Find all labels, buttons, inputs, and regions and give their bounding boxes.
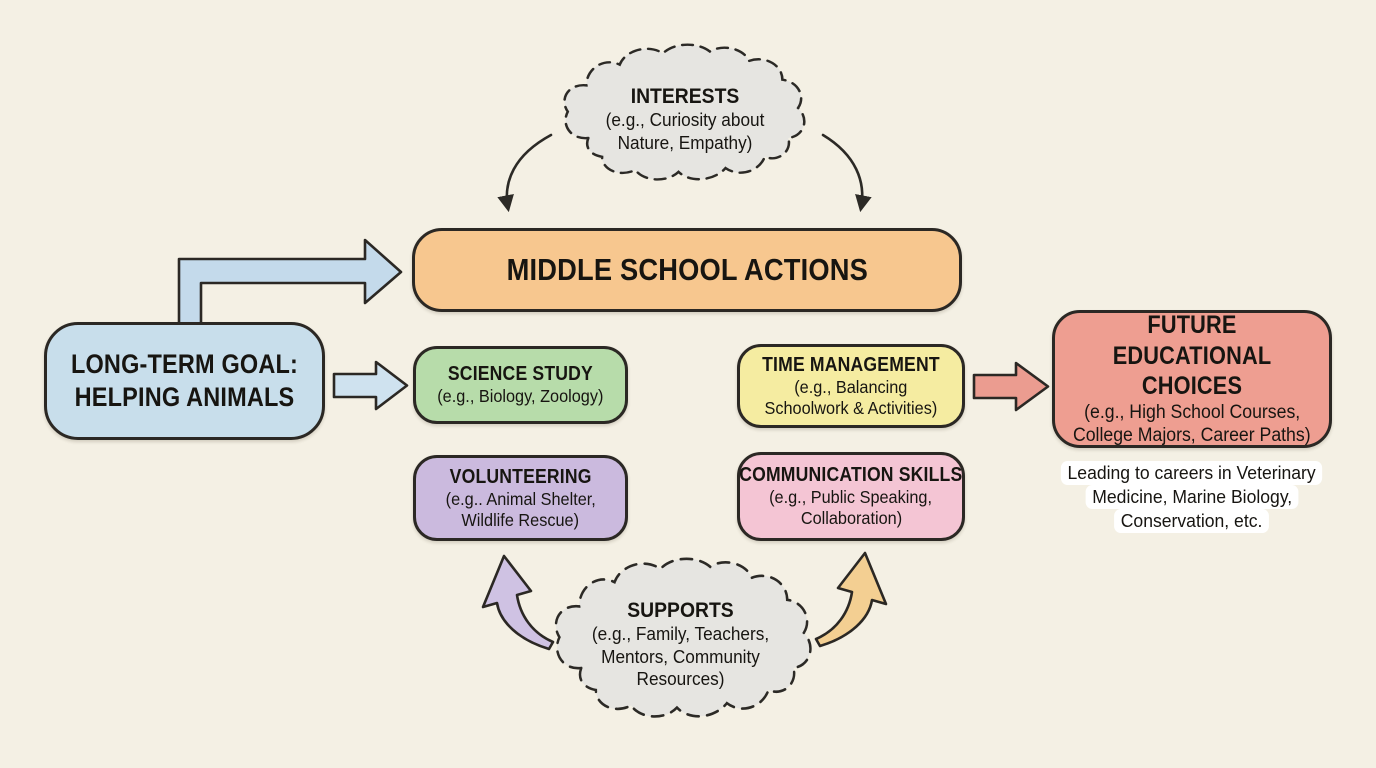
- supports-cloud-text: SUPPORTS (e.g., Family, Teachers, Mentor…: [553, 598, 808, 691]
- supports-subtitle-line3: Resources): [636, 668, 725, 690]
- communication-skills-subtitle-line2: Collaboration): [800, 508, 902, 528]
- communication-skills-title: COMMUNICATION SKILLS: [739, 464, 963, 486]
- middle-school-actions-node: MIDDLE SCHOOL ACTIONS: [412, 228, 962, 312]
- long-term-goal-node: LONG-TERM GOAL: HELPING ANIMALS: [44, 322, 325, 440]
- supports-subtitle-line2: Mentors, Community: [601, 645, 760, 667]
- future-choices-line2: CHOICES: [1141, 372, 1243, 401]
- middle-school-actions-title: MIDDLE SCHOOL ACTIONS: [506, 252, 868, 288]
- careers-caption-line3: Conservation, etc.: [1047, 509, 1337, 533]
- careers-caption-text2: Medicine, Marine Biology,: [1085, 485, 1299, 509]
- interests-to-actions-arrow-right: [821, 133, 872, 213]
- communication-skills-node: COMMUNICATION SKILLS (e.g., Public Speak…: [737, 452, 965, 541]
- interests-to-actions-arrow-left: [497, 133, 553, 213]
- interests-subtitle-line2: Nature, Empathy): [617, 131, 753, 153]
- goal-to-science-arrow: [332, 360, 409, 411]
- supports-to-communication-arrow: [814, 551, 888, 648]
- time-management-title: TIME MANAGEMENT: [762, 353, 940, 376]
- communication-skills-subtitle-line1: (e.g., Public Speaking,: [769, 487, 933, 507]
- supports-to-volunteering-arrow: [481, 554, 555, 651]
- future-choices-line1: FUTURE EDUCATIONAL: [1112, 311, 1272, 370]
- interests-title: INTERESTS: [630, 84, 740, 108]
- careers-caption-text3: Conservation, etc.: [1114, 509, 1270, 533]
- volunteering-node: VOLUNTEERING (e.g.. Animal Shelter, Wild…: [413, 455, 628, 541]
- time-management-node: TIME MANAGEMENT (e.g., Balancing Schoolw…: [737, 344, 965, 428]
- supports-subtitle-line1: (e.g., Family, Teachers,: [591, 623, 770, 644]
- science-study-subtitle: (e.g., Biology, Zoology): [437, 386, 604, 406]
- long-term-goal-line2: HELPING ANIMALS: [74, 382, 295, 412]
- time-management-subtitle-line2: Schoolwork & Activities): [764, 397, 938, 418]
- careers-caption-text1: Leading to careers in Veterinary: [1061, 461, 1323, 485]
- interests-cloud-text: INTERESTS (e.g., Curiosity about Nature,…: [565, 84, 805, 154]
- interests-subtitle-line1: (e.g., Curiosity about: [605, 109, 765, 130]
- science-study-node: SCIENCE STUDY (e.g., Biology, Zoology): [413, 346, 628, 424]
- volunteering-title: VOLUNTEERING: [449, 465, 592, 488]
- future-educational-choices-node: FUTURE EDUCATIONAL CHOICES (e.g., High S…: [1052, 310, 1332, 448]
- time-management-subtitle-line1: (e.g., Balancing: [794, 376, 908, 397]
- future-choices-subtitle-line2: College Majors, Career Paths): [1073, 424, 1311, 446]
- careers-caption-line2: Medicine, Marine Biology,: [1047, 485, 1337, 509]
- future-choices-title: FUTURE EDUCATIONAL CHOICES: [1073, 310, 1311, 402]
- volunteering-subtitle-line2: Wildlife Rescue): [461, 509, 580, 530]
- future-choices-subtitle-line1: (e.g., High School Courses,: [1083, 401, 1301, 423]
- supports-title: SUPPORTS: [627, 598, 734, 622]
- goal-to-actions-elbow-arrow: [177, 238, 403, 326]
- careers-caption: Leading to careers in Veterinary Medicin…: [1047, 461, 1337, 533]
- volunteering-subtitle-line1: (e.g.. Animal Shelter,: [445, 488, 596, 509]
- time-to-future-arrow: [972, 361, 1050, 412]
- careers-caption-line1: Leading to careers in Veterinary: [1047, 461, 1337, 485]
- long-term-goal-line1: LONG-TERM GOAL:: [70, 349, 299, 380]
- long-term-goal-title: LONG-TERM GOAL: HELPING ANIMALS: [71, 348, 298, 414]
- science-study-title: SCIENCE STUDY: [447, 363, 594, 385]
